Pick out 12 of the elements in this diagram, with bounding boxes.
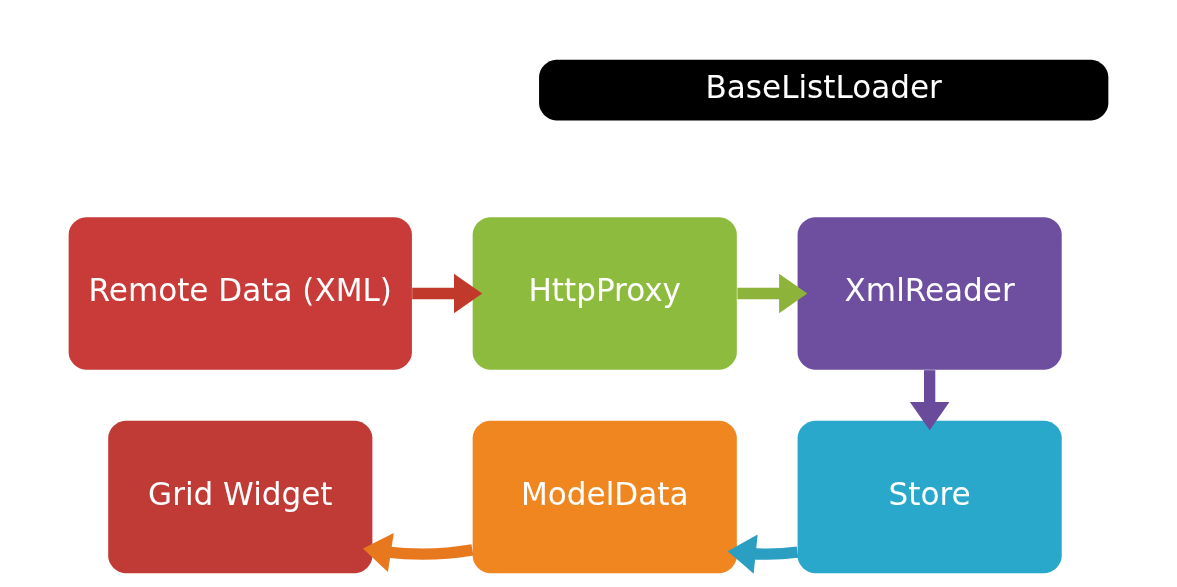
arrow — [727, 534, 799, 574]
node-box: HttpProxy — [472, 217, 737, 370]
arrow — [412, 273, 483, 314]
node-box: XmlReader — [797, 217, 1062, 370]
node-box: Store — [797, 420, 1062, 574]
arrow — [737, 273, 808, 314]
node-box: BaseListLoader — [539, 59, 1109, 121]
node-box: Grid Widget — [108, 420, 373, 574]
arrow — [909, 370, 950, 431]
arrow — [362, 533, 474, 573]
node-box: Remote Data (XML) — [68, 217, 412, 370]
node-box: ModelData — [472, 420, 737, 574]
